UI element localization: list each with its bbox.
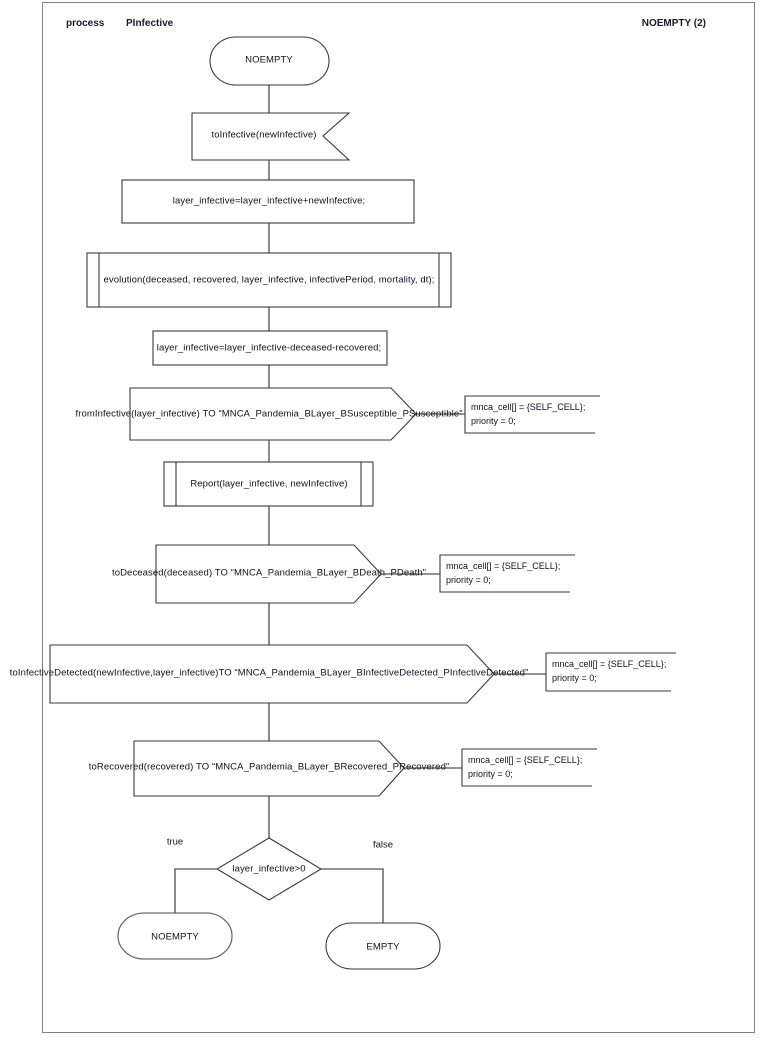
label-start-terminal: NOEMPTY — [245, 54, 293, 66]
note-recovered: mnca_cell[] = {SELF_CELL}; priority = 0; — [468, 753, 582, 781]
header-kind-label: process — [66, 18, 105, 29]
note-recovered-line2: priority = 0; — [468, 769, 513, 779]
note-infective-detected-line1: mnca_cell[] = {SELF_CELL}; — [552, 659, 667, 669]
label-branch-false: false — [372, 839, 394, 851]
note-death: mnca_cell[] = {SELF_CELL}; priority = 0; — [446, 559, 560, 587]
note-susceptible-line2: priority = 0; — [471, 416, 516, 426]
label-send-recovered: toRecovered(recovered) TO “MNCA_Pandemia… — [88, 761, 450, 773]
label-end-empty: EMPTY — [366, 941, 400, 953]
header-state-label: NOEMPTY (2) — [641, 18, 706, 29]
note-susceptible: mnca_cell[] = {SELF_CELL}; priority = 0; — [471, 400, 585, 428]
note-recovered-line1: mnca_cell[] = {SELF_CELL}; — [468, 755, 583, 765]
note-infective-detected-line2: priority = 0; — [552, 673, 597, 683]
note-susceptible-line1: mnca_cell[] = {SELF_CELL}; — [471, 402, 586, 412]
label-decision: layer_infective>0 — [232, 863, 306, 875]
label-assign-add: layer_infective=layer_infective+newInfec… — [172, 195, 366, 207]
label-send-infective-detected: toInfectiveDetected(newInfective,layer_i… — [9, 667, 529, 679]
header-process-name: PInfective — [126, 18, 174, 29]
note-infective-detected: mnca_cell[] = {SELF_CELL}; priority = 0; — [552, 657, 666, 685]
label-send-susceptible: fromInfective(layer_infective) TO “MNCA_… — [75, 408, 463, 420]
label-send-death: toDeceased(deceased) TO “MNCA_Pandemia_B… — [111, 567, 427, 579]
label-end-noempty: NOEMPTY — [151, 931, 199, 943]
label-assign-sub: layer_infective=layer_infective-deceased… — [156, 342, 382, 354]
note-death-line2: priority = 0; — [446, 575, 491, 585]
label-branch-true: true — [166, 836, 184, 848]
diagram-frame — [42, 2, 755, 1033]
label-receive-signal: toInfective(newInfective) — [211, 129, 317, 141]
note-death-line1: mnca_cell[] = {SELF_CELL}; — [446, 561, 561, 571]
label-call-report: Report(layer_infective, newInfective) — [190, 478, 348, 490]
label-call-evolution: evolution(deceased, recovered, layer_inf… — [103, 274, 435, 286]
